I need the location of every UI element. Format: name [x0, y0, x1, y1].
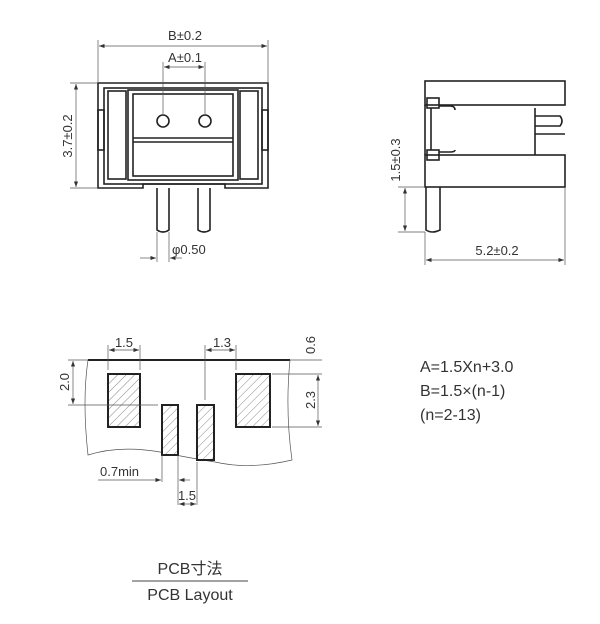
caption-chinese: PCB寸法: [158, 560, 223, 578]
pad-height-dimension: 2.3: [303, 391, 318, 409]
pin-hole-icon: [156, 114, 170, 128]
formula-a: A=1.5Xn+3.0: [420, 359, 514, 376]
pin-hole-icon: [198, 114, 212, 128]
slot: [161, 404, 179, 456]
formulas: A=1.5Xn+3.0 B=1.5×(n-1) (n=2-13): [420, 359, 514, 424]
pad-right: [235, 373, 271, 428]
pad-left: [107, 373, 141, 428]
height-dimension: 3.7±0.2: [60, 114, 75, 157]
depth-dimension: 5.2±0.2: [475, 243, 518, 258]
front-view: B±0.2 A±0.1 3.7±0.2 φ0.50: [60, 28, 269, 262]
formula-b: B=1.5×(n-1): [420, 383, 505, 400]
caption: PCB寸法 PCB Layout: [132, 560, 248, 604]
slot-min-dimension: 0.7min: [100, 464, 139, 479]
caption-english: PCB Layout: [147, 587, 233, 604]
offset-dimension: 1.3: [213, 335, 231, 350]
pad-width-dimension: 1.5: [115, 335, 133, 350]
a-dimension: A±0.1: [168, 50, 202, 65]
slot: [196, 404, 215, 461]
side-view: 1.5±0.3 5.2±0.2: [388, 80, 566, 265]
pcb-layout: 1.5 1.3 0.6 2.3 2.0 0.7min 1.5: [57, 335, 322, 507]
b-dimension: B±0.2: [168, 28, 202, 43]
slot-pitch-dimension: 1.5: [178, 488, 196, 503]
left-height-dimension: 2.0: [57, 373, 72, 391]
pin-diameter: φ0.50: [172, 242, 206, 257]
pin-length-dimension: 1.5±0.3: [388, 138, 403, 181]
top-gap-dimension: 0.6: [303, 336, 318, 354]
formula-n: (n=2-13): [420, 407, 481, 424]
